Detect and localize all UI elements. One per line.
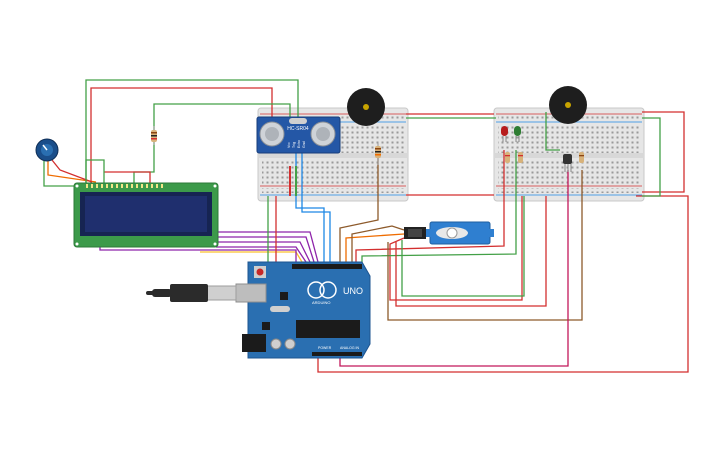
led-red[interactable] xyxy=(501,126,508,142)
led-green[interactable] xyxy=(514,126,521,142)
buzzer-right[interactable] xyxy=(549,86,587,124)
wire-green-top xyxy=(85,79,299,186)
wire-lcd-purple-2 xyxy=(216,236,315,263)
wire-lcd-purple-1 xyxy=(216,231,319,263)
wire-pot-green xyxy=(43,160,82,187)
resistor-right-board[interactable] xyxy=(579,152,584,163)
buzzer-left[interactable] xyxy=(347,88,385,126)
ultrasonic-pin-trig: Trig xyxy=(292,142,296,148)
lcd-display[interactable] xyxy=(73,182,219,248)
wire-red-led xyxy=(355,150,505,262)
arduino-power-label: POWER xyxy=(318,346,332,350)
wire-green-led xyxy=(361,150,517,262)
wire-red-long-right xyxy=(317,195,689,373)
lcd-header-pins xyxy=(86,184,163,188)
wire-magenta-temp xyxy=(339,170,569,367)
resistor-left-board[interactable] xyxy=(375,142,381,165)
ultrasonic-pin-vcc: Vcc xyxy=(287,142,291,148)
wire-red-ard-right xyxy=(395,196,547,307)
ultrasonic-model-label: HC-SR04 xyxy=(287,126,309,132)
arduino-brand-label: ARDUINO xyxy=(312,300,330,305)
temperature-sensor[interactable] xyxy=(563,154,572,172)
wire-green-loop-right xyxy=(401,196,525,297)
wire-blue-trig xyxy=(301,150,331,262)
ultrasonic-pin-gnd: Gnd xyxy=(302,141,306,148)
wire-lcd-yellow xyxy=(200,251,303,263)
wire-brown-temp xyxy=(387,170,583,321)
wire-lcd-purple-3 xyxy=(216,241,311,263)
wire-servo-brown xyxy=(351,225,405,262)
breadboard-right[interactable] xyxy=(493,107,645,202)
potentiometer[interactable] xyxy=(35,138,59,162)
resistor-lcd[interactable] xyxy=(151,126,157,145)
wire-lcd-purple-4 xyxy=(216,246,307,263)
wire-brown-bb-ard xyxy=(339,150,379,262)
wire-red-right-rail xyxy=(642,111,685,193)
ultrasonic-sensor[interactable]: HC-SR04 Vcc Trig Echo Gnd xyxy=(256,116,341,154)
resistor-led-2[interactable] xyxy=(518,152,523,163)
ultrasonic-pin-echo: Echo xyxy=(297,140,301,148)
wire-green-right-rail xyxy=(642,117,661,197)
arduino-uno[interactable]: UNO ARDUINO POWER ANALOG IN xyxy=(235,261,371,359)
wire-servo-orange xyxy=(345,233,405,262)
wire-green-lcd-left xyxy=(85,159,105,186)
wire-red-lcd xyxy=(104,171,151,186)
usb-cable xyxy=(146,284,237,302)
servo-motor[interactable] xyxy=(404,221,494,245)
resistor-led-1[interactable] xyxy=(505,152,510,163)
wire-red-top xyxy=(90,87,273,186)
arduino-analog-label: ANALOG IN xyxy=(340,346,360,350)
arduino-uno-label: UNO xyxy=(343,286,363,296)
wire-servo-red xyxy=(389,196,523,301)
wire-green-buzzer-right xyxy=(545,112,560,151)
wire-pot-red xyxy=(51,159,93,183)
wire-lcd-purple-5 xyxy=(99,246,297,262)
